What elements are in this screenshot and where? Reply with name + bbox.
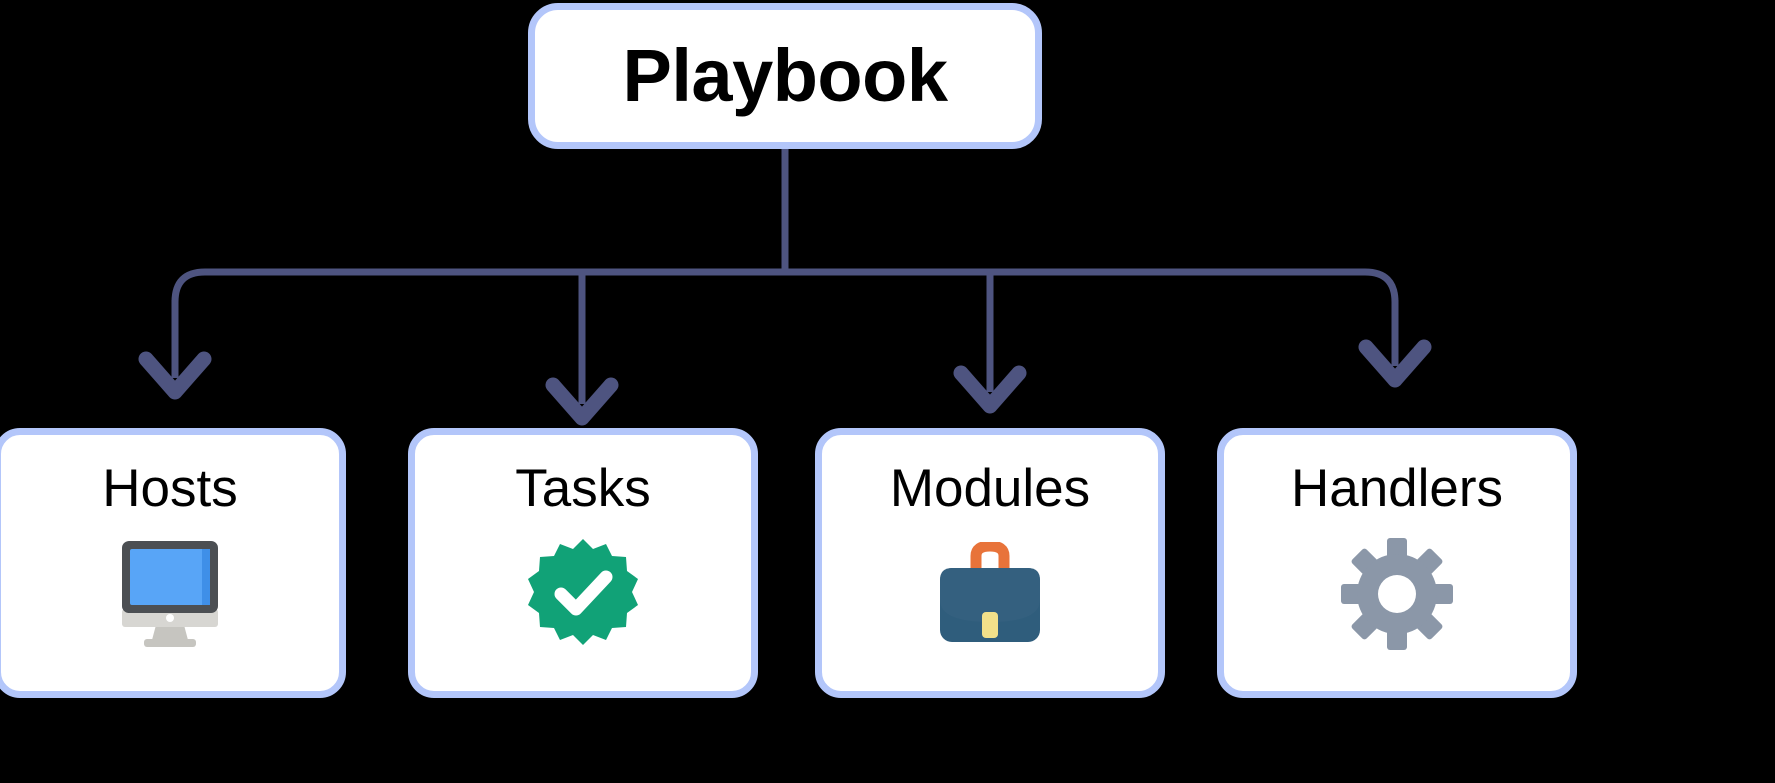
node-tasks[interactable]: Tasks [408,428,758,698]
arrowhead-hosts [138,351,212,400]
node-hosts-label: Hosts [102,459,238,518]
node-handlers[interactable]: Handlers [1217,428,1577,698]
node-modules-label: Modules [889,459,1091,518]
node-playbook-label: Playbook [622,34,949,117]
arrowhead-modules [953,365,1027,414]
gear-icon [1338,535,1456,653]
check-badge-icon [524,535,642,653]
briefcase-icon [931,535,1049,653]
desktop-monitor-icon [111,535,229,653]
node-playbook[interactable]: Playbook [528,3,1042,149]
arrowhead-handlers [1358,339,1432,388]
node-hosts[interactable]: Hosts [0,428,346,698]
connector-bus [171,268,1399,303]
arrowhead-tasks [545,377,619,426]
node-handlers-label: Handlers [1290,459,1504,518]
node-tasks-label: Tasks [515,459,651,518]
node-modules[interactable]: Modules [815,428,1165,698]
